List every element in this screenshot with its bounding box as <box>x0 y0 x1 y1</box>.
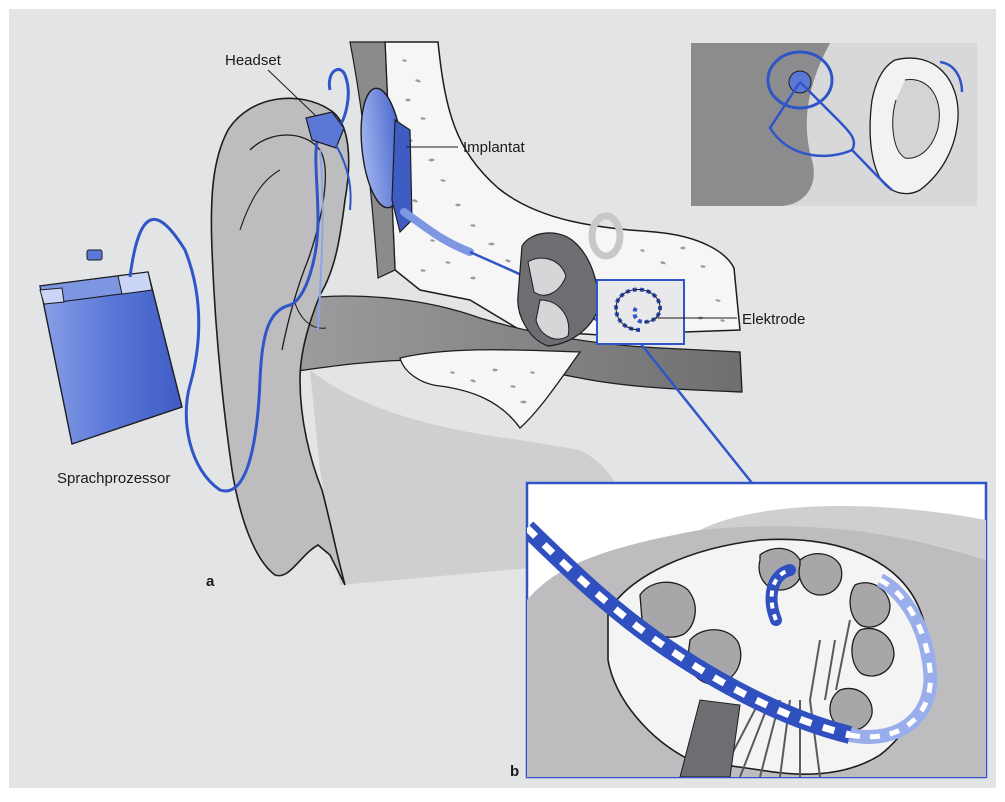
inset-head-view <box>691 43 977 206</box>
figure-label-a: a <box>206 573 215 590</box>
figure-label-b: b <box>510 763 519 780</box>
label-implantat: Implantat <box>463 139 526 156</box>
label-elektrode: Elektrode <box>742 311 805 328</box>
label-sprachprozessor: Sprachprozessor <box>57 470 170 487</box>
label-headset: Headset <box>225 52 282 69</box>
inset-cochlea-b <box>527 483 986 777</box>
